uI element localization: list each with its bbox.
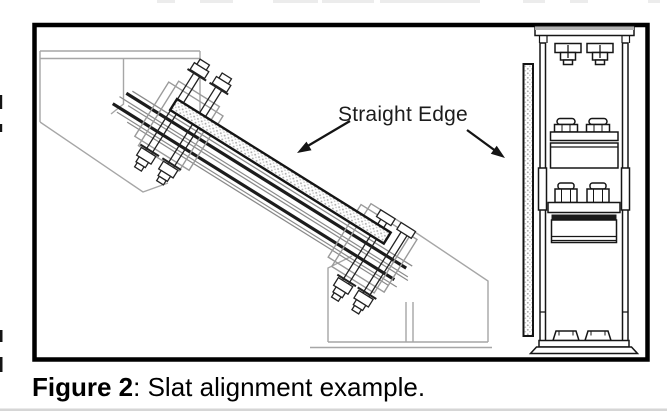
bottom-plate-assembly (528, 330, 640, 355)
slat-assembly (111, 58, 418, 315)
middle-nut-assembly (547, 182, 621, 244)
annotation-arrows (297, 120, 505, 158)
top-bolts (554, 42, 614, 66)
straight-edge-label: Straight Edge (338, 103, 468, 126)
top-edge-artifacts (157, 0, 660, 3)
arrow-to-vertical-icon (466, 129, 505, 158)
bolt-cluster-lower (330, 208, 417, 315)
bottom-rule (0, 408, 667, 411)
figure-caption-number: Figure 2 (32, 372, 134, 402)
straight-edge-diagonal (168, 97, 393, 246)
left-edge-artifacts (0, 95, 3, 372)
straight-edge-vertical (522, 63, 534, 337)
lower-frame-outline (310, 223, 492, 349)
clamp-plates-upper (133, 80, 224, 173)
end-view-drawing (522, 25, 640, 355)
side-rails (537, 42, 631, 342)
slat-lines (111, 90, 413, 288)
upper-plate-assembly (549, 117, 619, 169)
side-view-drawing (39, 50, 492, 349)
arrow-to-diagonal-icon (297, 120, 351, 153)
top-cap (534, 25, 635, 43)
figure-caption-text: : Slat alignment example. (133, 372, 426, 402)
figure-border (32, 22, 650, 362)
bolt-cluster-upper (133, 58, 233, 186)
figure-caption: Figure 2: Slat alignment example. (32, 372, 425, 402)
